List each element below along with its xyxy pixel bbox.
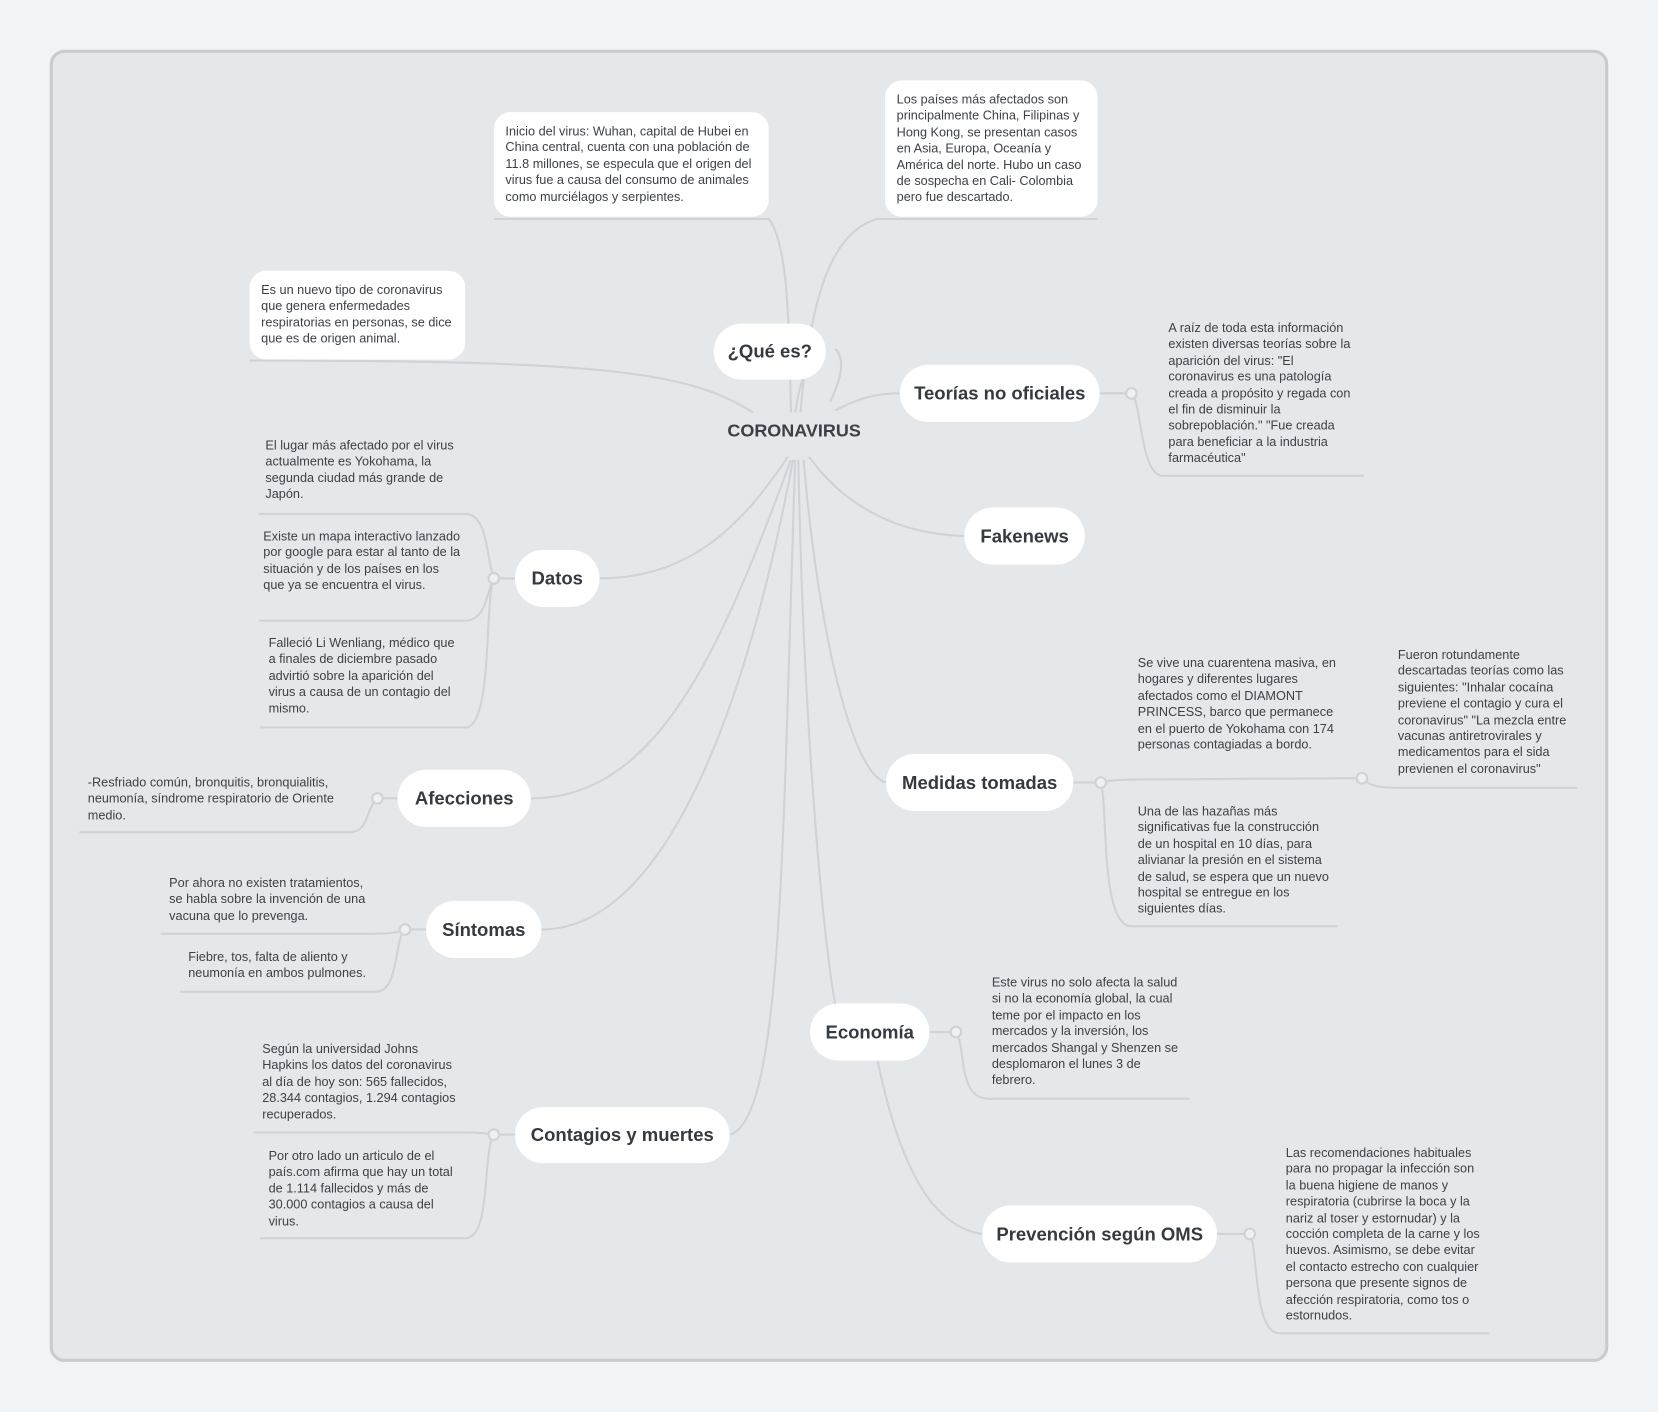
note-inicio-virus[interactable]: Inicio del virus: Wuhan, capital de Hube… [505,123,752,204]
note-cuarentena[interactable]: Se vive una cuarentena masiva, en hogare… [1137,655,1336,752]
note-tratamientos[interactable]: Por ahora no existen tratamientos, se ha… [169,875,366,923]
note-teorias-descartadas[interactable]: Fueron rotundamente descartadas teorías … [1397,647,1567,776]
topic-sintomas[interactable]: Síntomas [426,900,542,959]
note-yokohama[interactable]: El lugar más afectado por el virus actua… [265,437,454,502]
topic-que-es[interactable]: ¿Qué es? [713,323,826,380]
topic-prevencion-oms[interactable]: Prevención según OMS [982,1205,1218,1263]
central-topic[interactable]: CORONAVIRUS [727,420,861,441]
note-sintomas[interactable]: Fiebre, tos, falta de aliento y neumonía… [188,949,366,981]
note-box [885,80,1098,217]
note-definicion[interactable]: Es un nuevo tipo de coronavirus que gene… [261,282,452,347]
note-paises-afectados[interactable]: Los países más afectados son principalme… [896,91,1082,205]
topic-datos[interactable]: Datos [514,549,600,607]
topic-fakenews[interactable]: Fakenews [964,507,1085,565]
note-hospital[interactable]: Una de las hazañas más significativas fu… [1137,803,1329,917]
topic-teorias-no-oficiales[interactable]: Teorías no oficiales [899,364,1100,422]
note-teorias[interactable]: A raíz de toda esta información existen … [1168,320,1351,466]
topic-medidas-tomadas[interactable]: Medidas tomadas [886,753,1074,812]
topic-economia[interactable]: Economía [809,1003,930,1061]
note-box [493,112,769,217]
topic-afecciones[interactable]: Afecciones [397,769,531,827]
topic-contagios-muertes[interactable]: Contagios y muertes [514,1107,730,1164]
note-li-wenliang[interactable]: Falleció Li Wenliang, médico que a final… [268,635,455,716]
note-prevencion[interactable]: Las recomendaciones habituales para no p… [1285,1145,1480,1323]
note-mapa-interactivo[interactable]: Existe un mapa interactivo lanzado por g… [263,528,461,593]
note-economia[interactable]: Este virus no solo afecta la salud si no… [991,974,1179,1088]
note-johns-hopkins[interactable]: Según la universidad Johns Hapkins los d… [262,1041,456,1122]
note-afecciones[interactable]: -Resfriado común, bronquitis, bronquiali… [87,775,334,823]
note-box [249,270,466,360]
note-pais-com[interactable]: Por otro lado un articulo de el país.com… [268,1148,453,1229]
